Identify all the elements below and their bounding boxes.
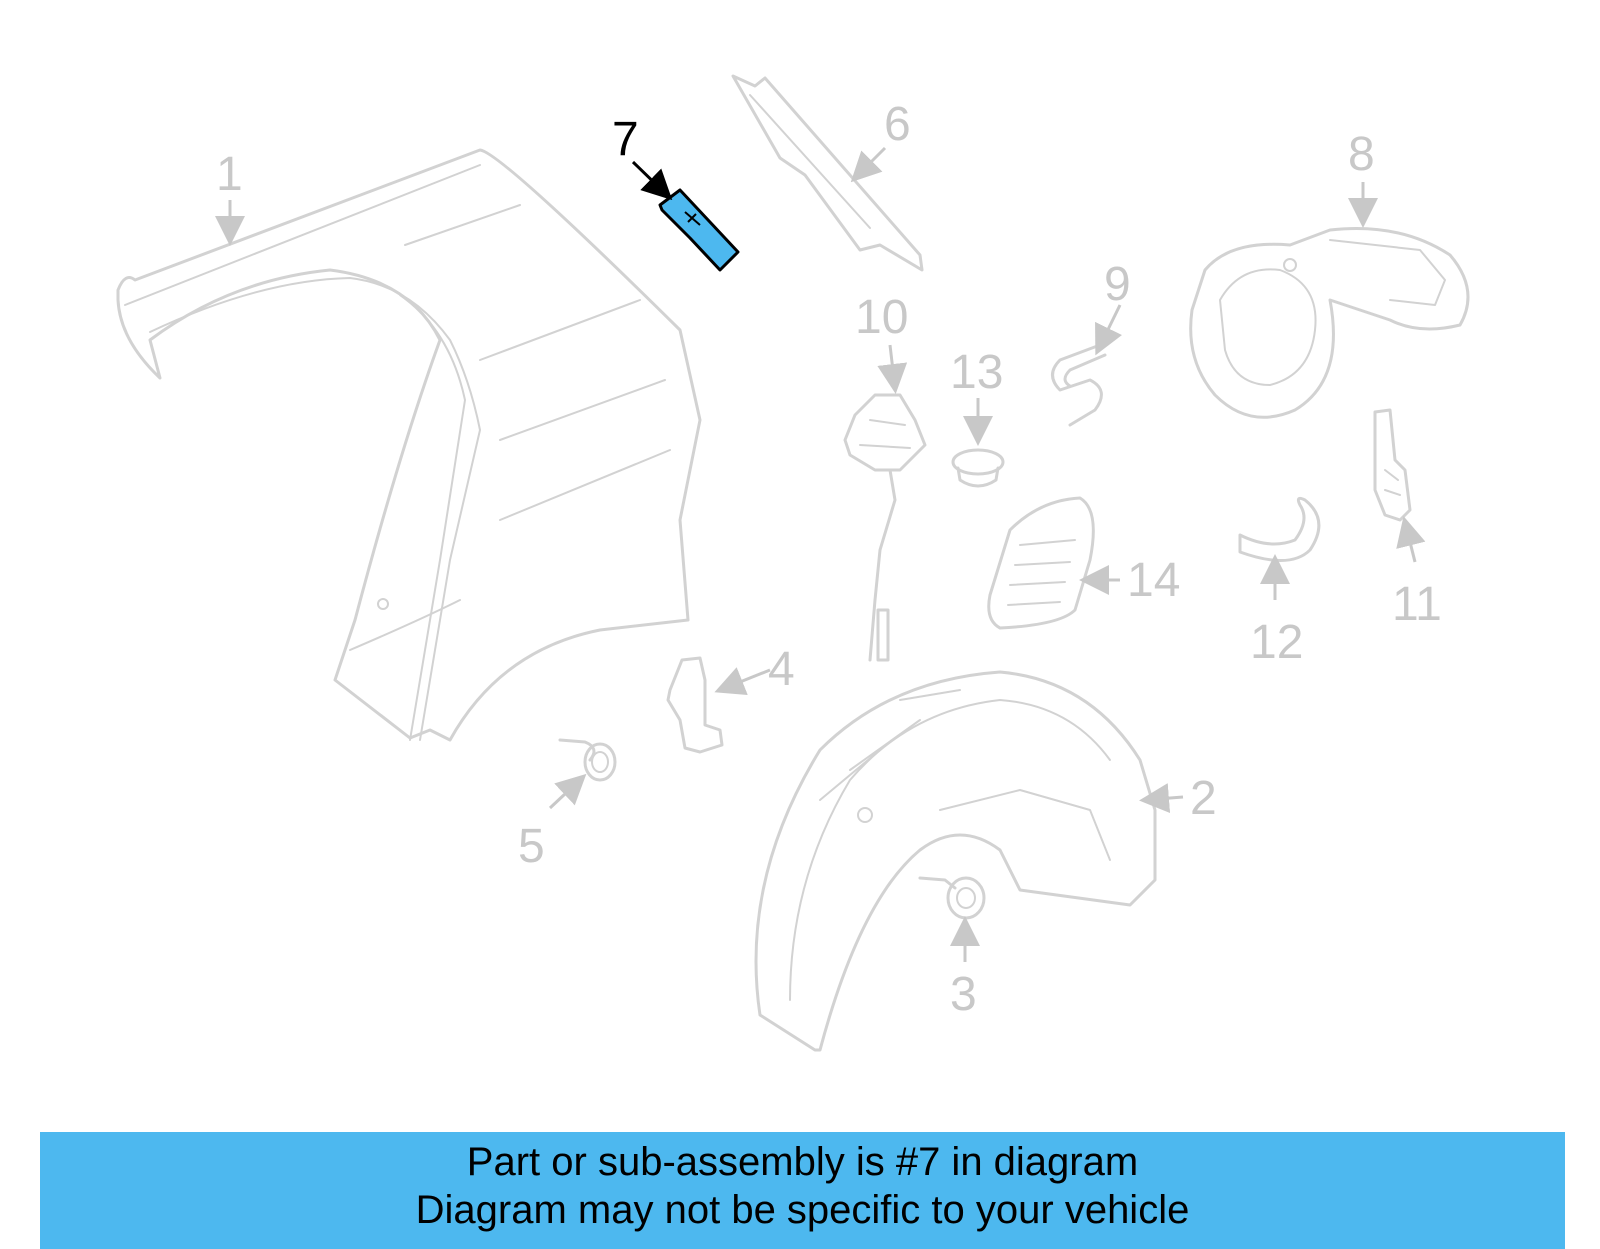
callout-11: 11 — [1392, 578, 1442, 631]
info-banner: Part or sub-assembly is #7 in diagram Di… — [40, 1132, 1565, 1249]
leader-10 — [877, 344, 908, 394]
callout-6: 6 — [884, 98, 911, 151]
part-12-hose — [1238, 496, 1321, 562]
leader-2 — [1139, 783, 1184, 814]
part-2-liner — [754, 670, 1157, 1052]
callout-labels: 1 2 3 4 5 6 7 8 9 10 11 12 13 14 — [216, 98, 1442, 1021]
part-5-push-pin — [558, 738, 617, 782]
callout-9: 9 — [1104, 258, 1131, 311]
part-7-highlighted — [658, 188, 740, 272]
part-3-bolt — [918, 876, 986, 920]
part-13-grommet — [951, 448, 1005, 488]
banner-part-note: Part or sub-assembly is #7 in diagram — [466, 1140, 1139, 1184]
callout-12: 12 — [1250, 616, 1303, 669]
part-6-trim-strip — [731, 74, 924, 272]
callout-10: 10 — [855, 291, 908, 344]
leader-lines — [215, 146, 1426, 962]
banner-disclaimer: Diagram may not be specific to your vehi… — [415, 1188, 1190, 1232]
callout-13: 13 — [950, 346, 1003, 399]
part-14-vent — [987, 496, 1095, 630]
callout-8: 8 — [1348, 128, 1375, 181]
callout-1: 1 — [216, 148, 243, 201]
callout-2: 2 — [1190, 772, 1217, 825]
part-1-quarter-panel — [116, 148, 702, 742]
leader-6 — [850, 146, 887, 183]
callout-14: 14 — [1127, 554, 1180, 607]
callout-5: 5 — [518, 820, 545, 873]
part-10-actuator — [843, 393, 927, 662]
part-4-clip — [666, 656, 724, 754]
part-8-fuel-door — [1189, 226, 1470, 419]
callout-4: 4 — [768, 643, 795, 696]
callout-3: 3 — [950, 968, 977, 1021]
leader-5 — [548, 773, 587, 810]
leader-4 — [714, 667, 771, 696]
leader-11 — [1396, 516, 1426, 563]
leader-9 — [1095, 304, 1123, 356]
callout-7: 7 — [612, 113, 639, 166]
part-9-clip — [1051, 343, 1107, 427]
part-11-bracket — [1373, 408, 1412, 522]
leader-7 — [631, 160, 673, 201]
